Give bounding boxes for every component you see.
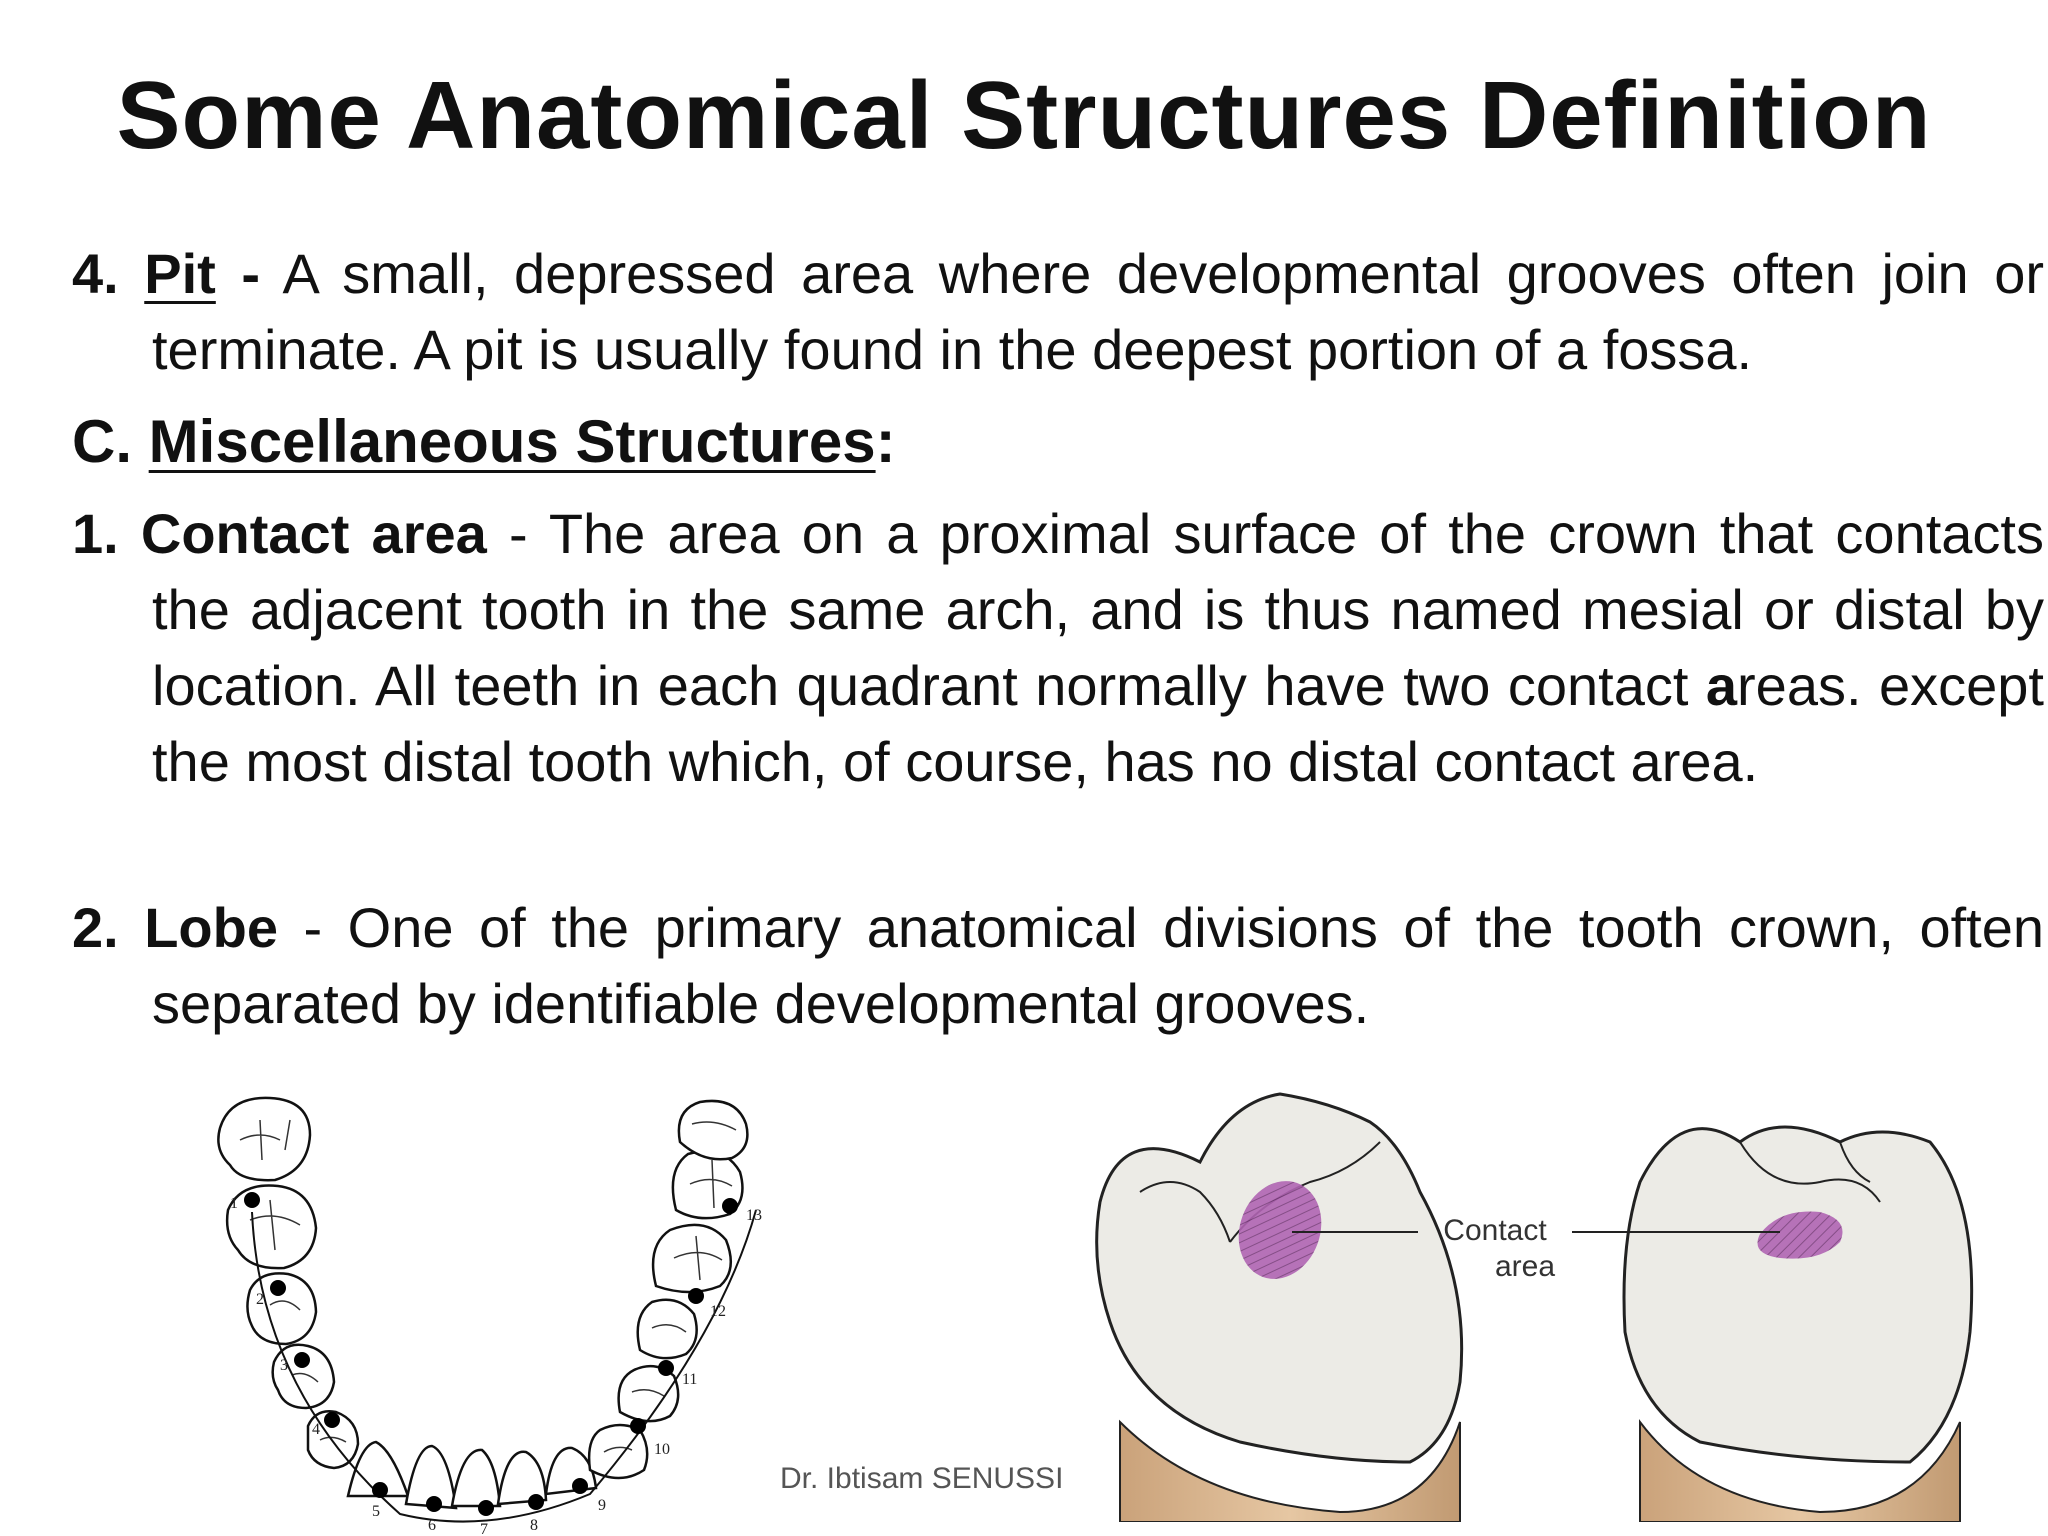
dental-arch-figure: 1 2 3 4 5 6 7 8 9 10 11 12 13 xyxy=(217,1096,762,1536)
section-heading: C. Miscellaneous Structures: xyxy=(72,402,896,482)
contact-area-definition: 1. Contact area - The area on a proximal… xyxy=(72,496,2044,800)
pit-term: Pit xyxy=(144,242,216,305)
lobe-definition: 2. Lobe - One of the primary anatomical … xyxy=(72,890,2044,1042)
contact-label-line1: Contact xyxy=(1443,1214,1547,1247)
arch-number-5: 5 xyxy=(372,1503,380,1520)
arch-number-13: 13 xyxy=(746,1207,762,1224)
arch-number-1: 1 xyxy=(230,1195,238,1212)
section-prefix: C. xyxy=(72,408,132,475)
term-dash: - xyxy=(215,242,261,305)
arch-number-7: 7 xyxy=(480,1521,488,1536)
arch-number-6: 6 xyxy=(428,1517,436,1534)
section-colon: : xyxy=(875,408,896,475)
contact-bold-letter: a xyxy=(1705,654,1738,717)
arch-number-9: 9 xyxy=(598,1497,606,1514)
pit-text: A small, depressed area where developmen… xyxy=(152,242,2044,381)
contact-label-line2: area xyxy=(1495,1250,1555,1283)
contact-area-figure: Contact area xyxy=(1095,1092,1974,1522)
arch-number-4: 4 xyxy=(312,1421,320,1438)
section-title: Miscellaneous Structures xyxy=(148,408,876,475)
item-number: 1. xyxy=(72,502,119,565)
arch-number-10: 10 xyxy=(654,1441,670,1458)
contact-text-part2: reas. except the most distal tooth which… xyxy=(152,654,2044,793)
arch-number-12: 12 xyxy=(710,1303,726,1320)
item-number: 4. xyxy=(72,242,119,305)
arch-number-2: 2 xyxy=(256,1291,264,1308)
lobe-text: - One of the primary anatomical division… xyxy=(152,896,2044,1035)
contact-area-term: Contact area xyxy=(140,502,487,565)
arch-number-3: 3 xyxy=(280,1357,288,1374)
author-credit: Dr. Ibtisam SENUSSI xyxy=(780,1462,1064,1495)
slide-title: Some Anatomical Structures Definition xyxy=(116,62,1932,169)
arch-number-8: 8 xyxy=(530,1517,538,1534)
lobe-term: Lobe xyxy=(144,896,278,959)
item-number: 2. xyxy=(72,896,119,959)
pit-definition: 4. Pit - A small, depressed area where d… xyxy=(72,236,2044,388)
contact-text-part1: - The area on a proximal surface of the … xyxy=(152,502,2044,717)
arch-number-11: 11 xyxy=(682,1371,697,1388)
